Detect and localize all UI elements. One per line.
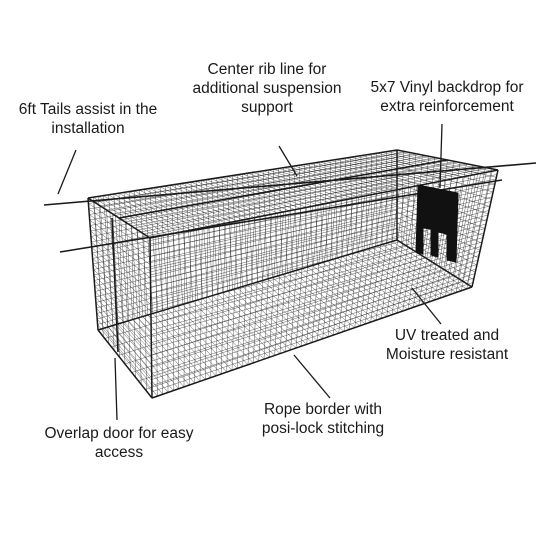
- overlap-door-seam: [111, 217, 119, 353]
- center-rib-line: [118, 159, 448, 219]
- edge-bottom-left-rail: [97, 239, 398, 331]
- label-vinyl-backdrop: 5x7 Vinyl backdrop for extra reinforceme…: [370, 79, 524, 115]
- leader-vinyl-backdrop: [439, 123, 443, 189]
- edge-bottom-right-rail: [151, 286, 473, 399]
- label-center-rib: Center rib line for additional suspensio…: [192, 61, 342, 116]
- callout-leader-lines: [57, 123, 443, 421]
- leader-overlap-door: [114, 357, 118, 421]
- label-tails: 6ft Tails assist in the installation: [18, 101, 158, 137]
- net-floor-lines: [97, 239, 473, 399]
- label-rope-border: Rope border with posi-lock stitching: [261, 401, 385, 437]
- edge-front-left: [87, 197, 99, 331]
- leader-uv-treated: [411, 287, 442, 325]
- leader-center-rib: [278, 145, 298, 177]
- vinyl-backdrop: [415, 184, 459, 263]
- edge-back-bottom: [396, 239, 473, 288]
- net-floor: [97, 239, 473, 399]
- vinyl-backdrop-panel: [415, 184, 459, 263]
- edge-back-right: [471, 169, 499, 288]
- net-front-end-lines: [87, 197, 153, 399]
- leader-tails: [57, 149, 77, 195]
- net-front-end: [87, 197, 153, 399]
- leader-rope-border: [293, 354, 331, 399]
- edge-top-left-rail: [87, 149, 398, 199]
- label-overlap-door: Overlap door for easy access: [44, 425, 194, 461]
- edge-front-bottom: [97, 329, 153, 399]
- rope-border-frame: [43, 149, 537, 399]
- label-uv-treated: UV treated and Moisture resistant: [385, 327, 509, 363]
- tail-cable-upper: [43, 162, 537, 206]
- edge-front-right: [149, 237, 153, 399]
